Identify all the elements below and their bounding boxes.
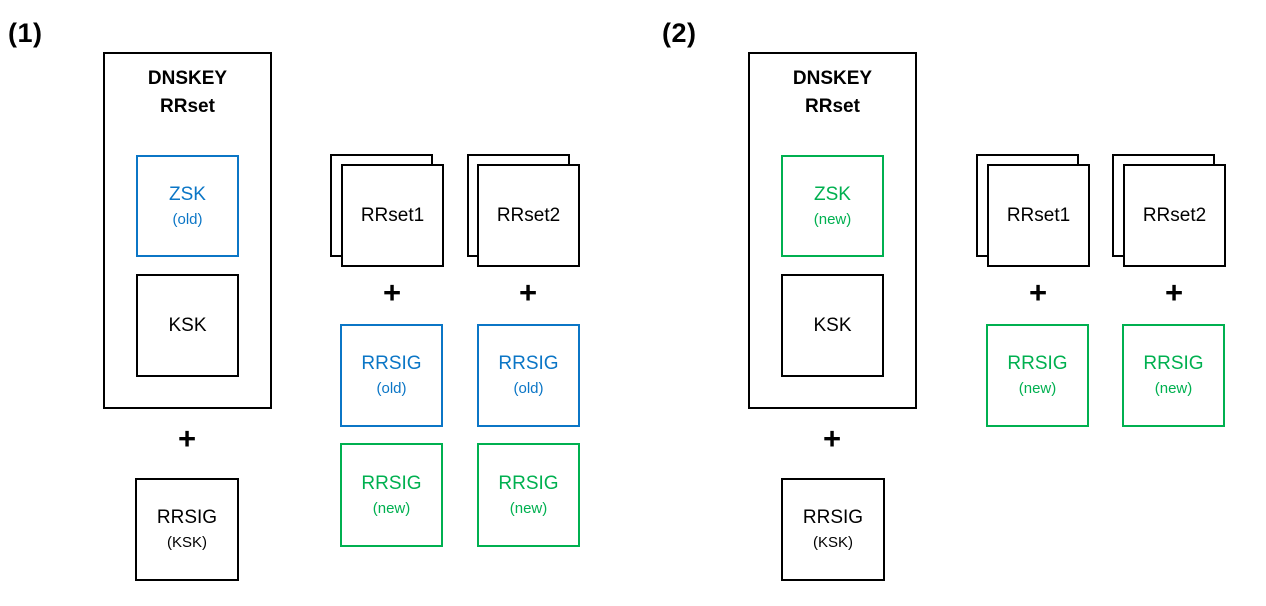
- rrsig-state-label: (old): [513, 380, 544, 397]
- rrsig-ksk-label: RRSIG: [802, 507, 864, 528]
- ksk-box: KSK: [136, 274, 239, 377]
- plus-icon: +: [518, 275, 538, 310]
- rrsig-label: RRSIG: [361, 353, 422, 374]
- rrset1-label: RRset1: [1006, 204, 1071, 226]
- plus-icon: +: [1164, 275, 1184, 310]
- rrset1-box: RRset1: [987, 164, 1090, 267]
- rrsig-ksk-sub-label: (KSK): [166, 534, 207, 551]
- rrsig-ksk-sub-label: (KSK): [812, 534, 853, 551]
- dnskey-rrset-box: DNSKEY RRset ZSK (new) KSK: [748, 52, 917, 409]
- rrset2-box: RRset2: [1123, 164, 1226, 267]
- ksk-label: KSK: [168, 314, 207, 336]
- rrsig-label: RRSIG: [1143, 353, 1204, 374]
- plus-icon: +: [382, 275, 402, 310]
- rrsig-ksk-box: RRSIG (KSK): [781, 478, 885, 581]
- zsk-label: ZSK: [814, 183, 851, 205]
- rrsig-state-label: (new): [509, 499, 548, 517]
- rrsig-ksk-label: RRSIG: [156, 507, 218, 528]
- zsk-new-box: ZSK (new): [781, 155, 884, 257]
- plus-icon: +: [822, 421, 842, 456]
- rrsig-label: RRSIG: [1007, 353, 1068, 374]
- rrsig-ksk-box: RRSIG (KSK): [135, 478, 239, 581]
- plus-icon: +: [1028, 275, 1048, 310]
- rrsig-state-label: (new): [1154, 380, 1193, 397]
- dnskey-rrset-title-line1: DNSKEY: [792, 68, 873, 89]
- dnskey-rrset-title-line1: DNSKEY: [147, 68, 228, 89]
- rrsig-state-label: (old): [376, 380, 407, 397]
- dnskey-rrset-title: DNSKEY RRset: [750, 65, 915, 121]
- rrsig-state-label: (new): [372, 499, 411, 517]
- plus-icon: +: [177, 421, 197, 456]
- rrsig-label: RRSIG: [361, 472, 422, 494]
- rrset1-label: RRset1: [360, 204, 425, 226]
- rrsig-state-label: (new): [1018, 380, 1057, 397]
- rrsig-new-box: RRSIG (new): [477, 443, 580, 547]
- zsk-state-label: (old): [172, 210, 203, 228]
- rrsig-old-box: RRSIG (old): [340, 324, 443, 427]
- dnskey-rrset-title: DNSKEY RRset: [105, 65, 270, 121]
- rrset2-label: RRset2: [1142, 204, 1207, 226]
- dnskey-rrset-title-line2: RRset: [805, 96, 860, 117]
- dnskey-rrset-box: DNSKEY RRset ZSK (old) KSK: [103, 52, 272, 409]
- zsk-state-label: (new): [813, 210, 852, 228]
- panel-2-label: (2): [662, 18, 697, 48]
- rrsig-new-box: RRSIG (new): [986, 324, 1089, 427]
- ksk-box: KSK: [781, 274, 884, 377]
- rrset2-box: RRset2: [477, 164, 580, 267]
- ksk-label: KSK: [813, 314, 852, 336]
- rrsig-label: RRSIG: [498, 353, 559, 374]
- zsk-label: ZSK: [169, 183, 206, 205]
- dnskey-rrset-title-line2: RRset: [160, 96, 215, 117]
- zsk-old-box: ZSK (old): [136, 155, 239, 257]
- panel-1-label: (1): [8, 18, 43, 48]
- rrsig-label: RRSIG: [498, 472, 559, 494]
- rrsig-new-box: RRSIG (new): [1122, 324, 1225, 427]
- rrset2-label: RRset2: [496, 204, 561, 226]
- rrset1-box: RRset1: [341, 164, 444, 267]
- rrsig-new-box: RRSIG (new): [340, 443, 443, 547]
- rrsig-old-box: RRSIG (old): [477, 324, 580, 427]
